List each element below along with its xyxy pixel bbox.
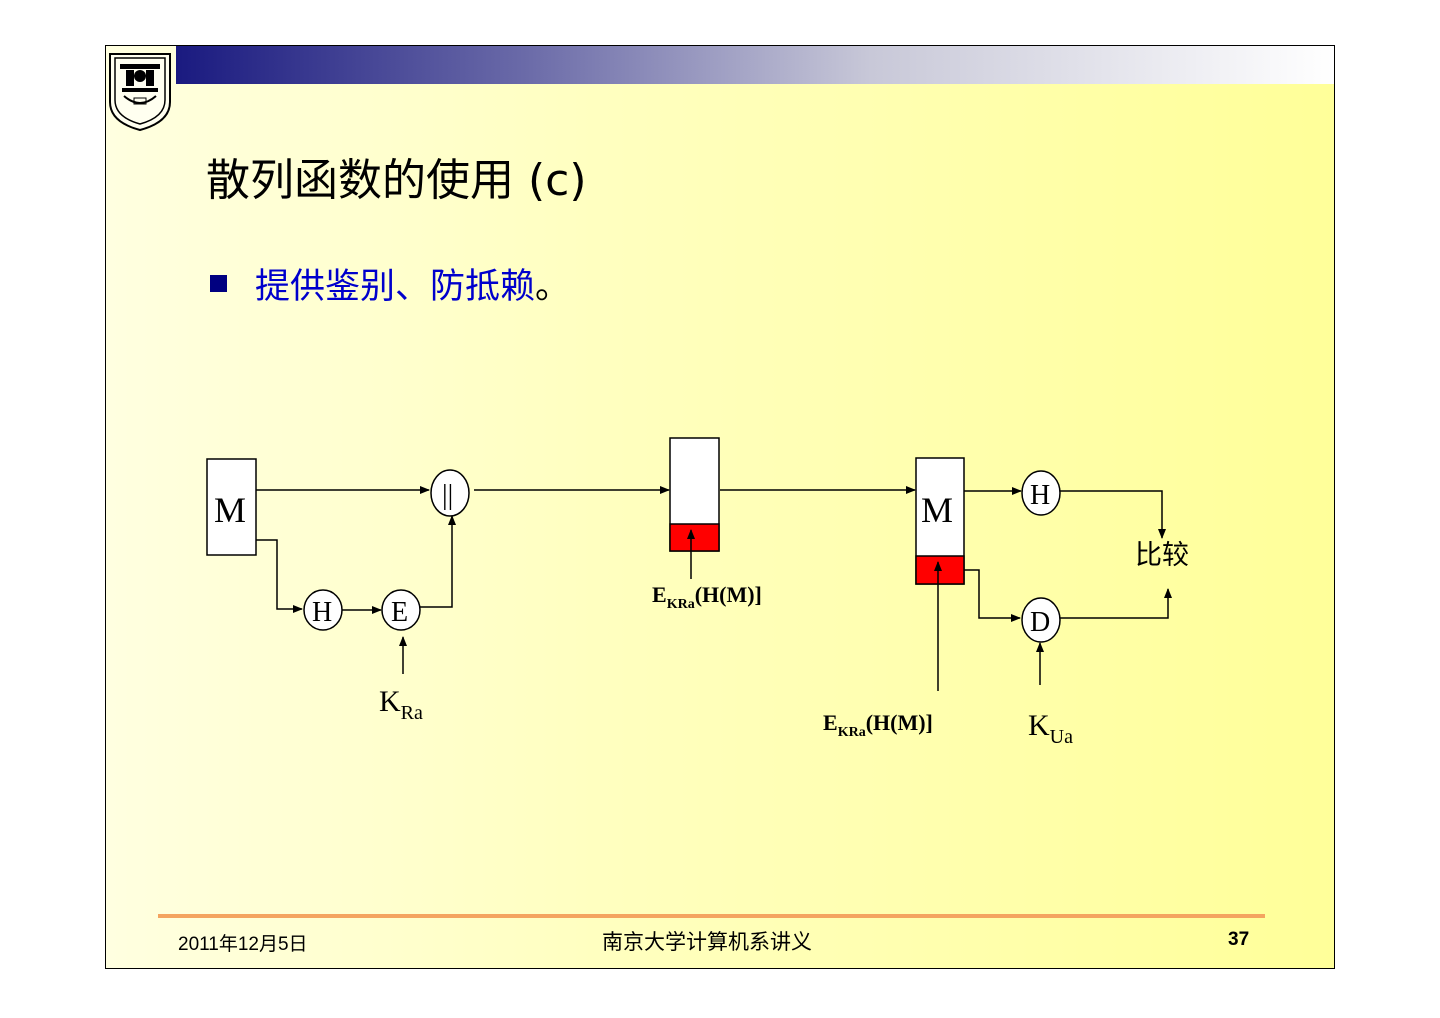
bullet-text: 提供鉴别、防抵赖 [255, 267, 536, 307]
bullet-square-icon [210, 275, 227, 292]
arrow-encrypt-to-concat [420, 515, 456, 608]
packet-label: EKRa(H(M)] [652, 582, 762, 612]
receiver-packet-label: EKRa(H(M)] [823, 710, 933, 740]
bullet-item: 提供鉴别、防抵赖。 [210, 258, 570, 309]
page-number: 37 [1228, 929, 1250, 950]
page-title: 散列函数的使用 (c) [206, 155, 587, 206]
concat-node [430, 469, 470, 517]
receiver-message-label: M [921, 490, 953, 530]
bullet-end: 。 [535, 267, 571, 307]
footer-course-title: 南京大学计算机系讲义 [602, 930, 812, 954]
sender-encrypt-node [381, 589, 421, 631]
title-band [176, 46, 1334, 84]
decrypt-label: D [1030, 607, 1050, 638]
footer-date: 2011年12月5日 [178, 934, 308, 955]
concat-label: || [442, 480, 453, 511]
sender-encrypt-label: E [391, 597, 408, 628]
sender-message-box [206, 458, 257, 556]
arrow-hash-to-compare [1060, 490, 1166, 539]
hash-signature-diagram: M || H E KRa EKRa(H(M)] M H D 比较 EKRa(H(… [206, 437, 1189, 748]
public-key-label: KUa [1028, 709, 1073, 748]
sender-message-label: M [214, 490, 246, 530]
receiver-hash-node [1021, 470, 1061, 516]
arrow-signature-to-decrypt [964, 569, 1021, 622]
university-logo-icon [109, 53, 171, 132]
sender-hash-label: H [312, 597, 332, 628]
packet-signature-block [669, 523, 720, 552]
compare-label: 比较 [1135, 540, 1189, 571]
receiver-signature-block [915, 555, 965, 585]
slide: 散列函数的使用 (c) 提供鉴别、防抵赖。 [105, 45, 1335, 969]
arrow-decrypt-to-compare [1060, 588, 1172, 619]
footer-divider [158, 914, 1265, 918]
receiver-hash-label: H [1030, 480, 1050, 511]
private-key-label: KRa [379, 685, 423, 724]
arrow-m-to-hash [256, 539, 303, 613]
